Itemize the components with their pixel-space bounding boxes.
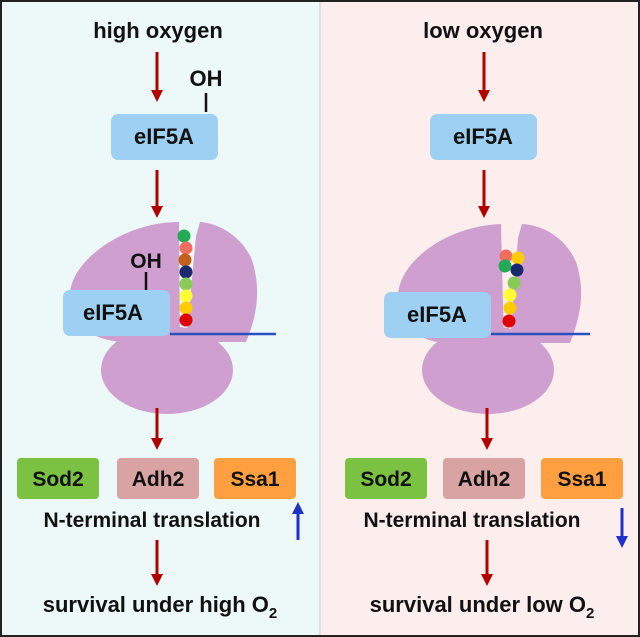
- survival-label-right: survival under low O2: [370, 592, 595, 622]
- sod2-box-right: [345, 458, 427, 499]
- peptide-bead-left: [179, 265, 193, 279]
- peptide-bead-left: [179, 313, 193, 327]
- peptide-bead-right: [499, 249, 513, 263]
- peptide-bead-right: [503, 288, 517, 302]
- translation-label-left: N-terminal translation: [43, 509, 260, 532]
- peptide-chain-right: [498, 249, 525, 328]
- adh2-label-right: Adh2: [458, 468, 511, 491]
- eif5a-label-ribosome-right: eIF5A: [407, 302, 467, 327]
- adh2-label-left: Adh2: [132, 468, 185, 491]
- peptide-bead-left: [179, 289, 193, 303]
- peptide-bead-left: [179, 241, 193, 255]
- eif5a-label: eIF5A: [134, 124, 194, 149]
- eif5a-box-unhydroxylated: [430, 114, 537, 160]
- sod2-box-left: [17, 458, 99, 499]
- eif5a-box-ribosome-left: [63, 290, 170, 336]
- ssa1-label-right: Ssa1: [557, 468, 606, 491]
- peptide-bead-left: [178, 253, 192, 267]
- peptide-bead-right: [503, 301, 517, 315]
- peptide-bead-left: [179, 301, 193, 315]
- ribosome-small-subunit-right: [422, 326, 554, 414]
- ssa1-box-left: [214, 458, 296, 499]
- peptide-chain-left: [177, 229, 193, 327]
- eif5a-label-ribosome-left: eIF5A: [83, 300, 143, 325]
- peptide-bead-left: [179, 277, 193, 291]
- peptide-bead-right: [502, 314, 516, 328]
- survival-label-left: survival under high O2: [43, 592, 278, 622]
- eif5a-box-ribosome-right: [384, 292, 491, 338]
- ribosome-small-subunit-left: [101, 326, 233, 414]
- eif5a-label-right: eIF5A: [453, 124, 513, 149]
- peptide-bead-right: [510, 263, 524, 277]
- high-oxygen-title: high oxygen: [93, 18, 223, 43]
- low-oxygen-title: low oxygen: [423, 18, 543, 43]
- adh2-box-left: [117, 458, 199, 499]
- peptide-bead-right: [498, 259, 512, 273]
- eif5a-box-hydroxylated: [111, 114, 218, 160]
- sod2-label-right: Sod2: [360, 468, 411, 491]
- ssa1-box-right: [541, 458, 623, 499]
- adh2-box-right: [443, 458, 525, 499]
- translation-label-right: N-terminal translation: [363, 509, 580, 532]
- peptide-bead-right: [511, 251, 525, 265]
- peptide-bead-left: [177, 229, 191, 243]
- ssa1-label-left: Ssa1: [230, 468, 279, 491]
- sod2-label-left: Sod2: [32, 468, 83, 491]
- hydroxyl-label: OH: [190, 66, 223, 91]
- peptide-bead-right: [507, 276, 521, 290]
- hydroxyl-label-ribosome: OH: [130, 250, 162, 273]
